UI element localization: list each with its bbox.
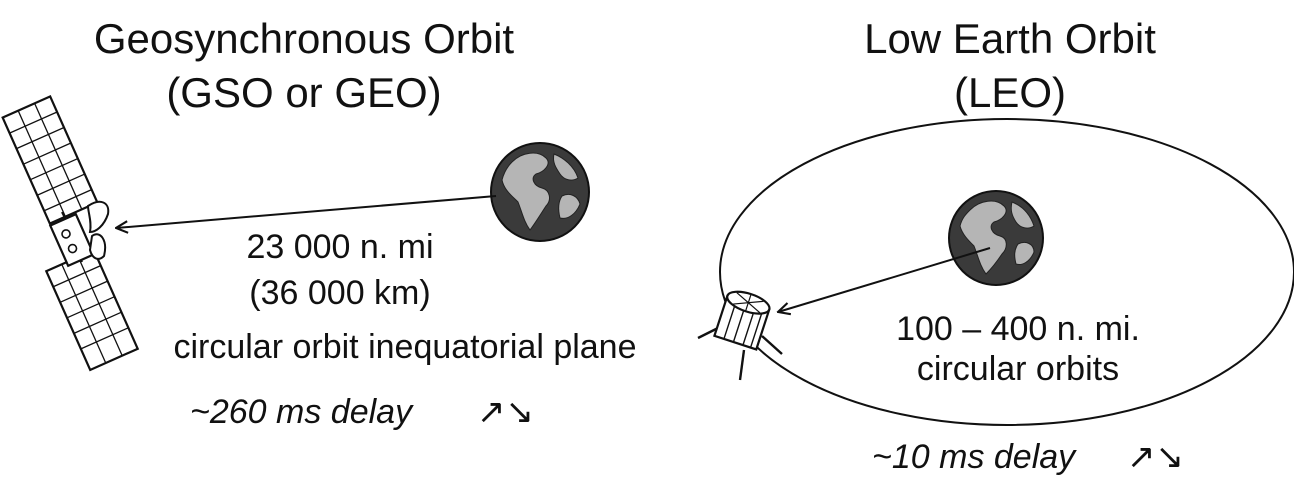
geo-delay-arrows-icon: ↗↘ [477,395,534,429]
leo-satellite-icon [698,287,782,380]
geo-plane-text: circular orbit inequatorial plane [120,330,690,364]
geo-delay-text: ~260 ms delay [190,395,412,429]
geo-distance-km: (36 000 km) [150,276,530,310]
leo-delay-text: ~10 ms delay [872,440,1075,474]
geo-distance-arrow [116,196,496,228]
earth-globe-icon [949,191,1043,285]
geo-satellite-icon [3,96,138,369]
leo-altitude-text: 100 – 400 n. mi. [858,312,1178,346]
geo-distance-miles: 23 000 n. mi [150,230,530,264]
leo-distance-arrow [778,248,990,312]
leo-delay-arrows-icon: ↗↘ [1127,440,1184,474]
leo-title-line1: Low Earth Orbit [800,18,1220,60]
earth-globe-icon [491,143,589,241]
leo-title-line2: (LEO) [800,72,1220,114]
geo-title-line1: Geosynchronous Orbit [44,18,564,60]
leo-orbit-type-text: circular orbits [858,352,1178,386]
geo-title-line2: (GSO or GEO) [44,72,564,114]
